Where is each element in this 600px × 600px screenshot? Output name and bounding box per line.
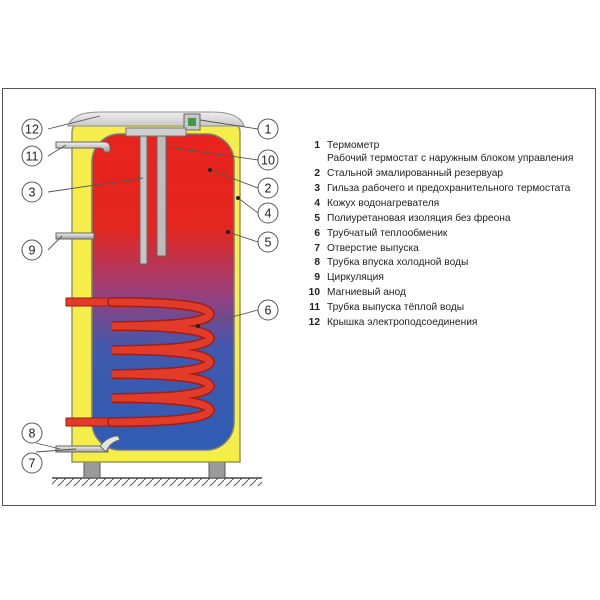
legend-text: Кожух водонагревателя: [327, 197, 440, 209]
top-flange: [125, 127, 187, 137]
legend-item: 2 Стальной эмалированный резервуар: [298, 167, 598, 180]
legend-item: 8 Трубка впуска холодной воды: [298, 256, 598, 269]
callout-7: 7: [29, 457, 36, 471]
legend-num: 6: [314, 227, 320, 239]
legend-text: Трубчатый теплообменик: [327, 227, 448, 239]
callout-9: 9: [29, 244, 36, 258]
legend-text: Магниевый анод: [327, 287, 406, 299]
callouts-left: 12 11 3 9 8 7: [21, 115, 144, 474]
legend-item: 3 Гильза рабочего и предохранительного те…: [298, 182, 598, 195]
callout-5: 5: [265, 236, 272, 250]
legend-num: 3: [314, 183, 320, 195]
legend-text: Полиуретановая изоляция без фреона: [327, 212, 511, 224]
circulation-pipe: [55, 232, 95, 240]
diagram-frame: [2, 88, 596, 506]
legend-num: 9: [314, 272, 320, 284]
legend-item: 4 Кожух водонагревателя: [298, 197, 598, 210]
legend-text: Отверстие выпуска: [327, 242, 419, 254]
legend-num: 2: [314, 168, 320, 180]
callout-8: 8: [29, 427, 36, 441]
callout-2: 2: [265, 182, 272, 196]
legend-item: 9 Циркуляция: [298, 271, 598, 284]
warm-water-pipe: [55, 141, 111, 153]
legend-item: 6 Трубчатый теплообменик: [298, 227, 598, 240]
legend-item: 1 Термометр Рабочий термостат с наружным …: [298, 139, 598, 166]
legend-text: Трубка выпуска тёплой воды: [327, 301, 465, 313]
legend-text: Термометр Рабочий термостат с наружным б…: [327, 140, 574, 165]
magnesium-anode: [156, 135, 167, 257]
callout-6: 6: [265, 304, 272, 318]
top-cover: [67, 111, 245, 127]
parts-legend: 1 Термометр Рабочий термостат с наружным …: [298, 139, 598, 331]
callout-3: 3: [29, 186, 36, 200]
coil-heat-exchanger: [65, 297, 216, 427]
legend-num: 11: [309, 301, 320, 313]
legend-item: 5 Полиуретановая изоляция без фреона: [298, 212, 598, 225]
legend-num: 8: [314, 257, 320, 269]
callout-11: 11: [26, 150, 39, 164]
legend-item: 11 Трубка выпуска тёплой воды: [298, 301, 598, 314]
legend-num: 10: [308, 287, 320, 299]
legend-num: 5: [314, 212, 320, 224]
floor: [52, 477, 262, 486]
callout-4: 4: [265, 207, 272, 221]
legend-text: Трубка впуска холодной воды: [327, 257, 469, 269]
callout-10: 10: [261, 154, 275, 168]
legend-item: 12 Крышка электроподсоединения: [298, 316, 598, 329]
legend-text: Гильза рабочего и предохранительного тер…: [327, 183, 571, 195]
callouts-right: 1 10 2 4 5 6: [167, 118, 279, 328]
legend-text: Стальной эмалированный резервуар: [327, 168, 504, 180]
legend-text: Крышка электроподсоединения: [327, 316, 478, 328]
legend-num: 4: [314, 197, 320, 209]
legend-num: 7: [314, 242, 320, 254]
callout-1: 1: [265, 123, 272, 137]
legend-num: 12: [308, 316, 320, 328]
legend-item: 10 Магниевый анод: [298, 286, 598, 299]
thermostat-sleeve: [139, 135, 148, 265]
legend-num: 1: [314, 140, 320, 151]
cold-water-pipe: [55, 435, 121, 453]
legend-text: Циркуляция: [327, 272, 384, 284]
thermometer-head: [183, 113, 201, 131]
legend-item: 7 Отверстие выпуска: [298, 242, 598, 255]
callout-12: 12: [25, 123, 39, 137]
